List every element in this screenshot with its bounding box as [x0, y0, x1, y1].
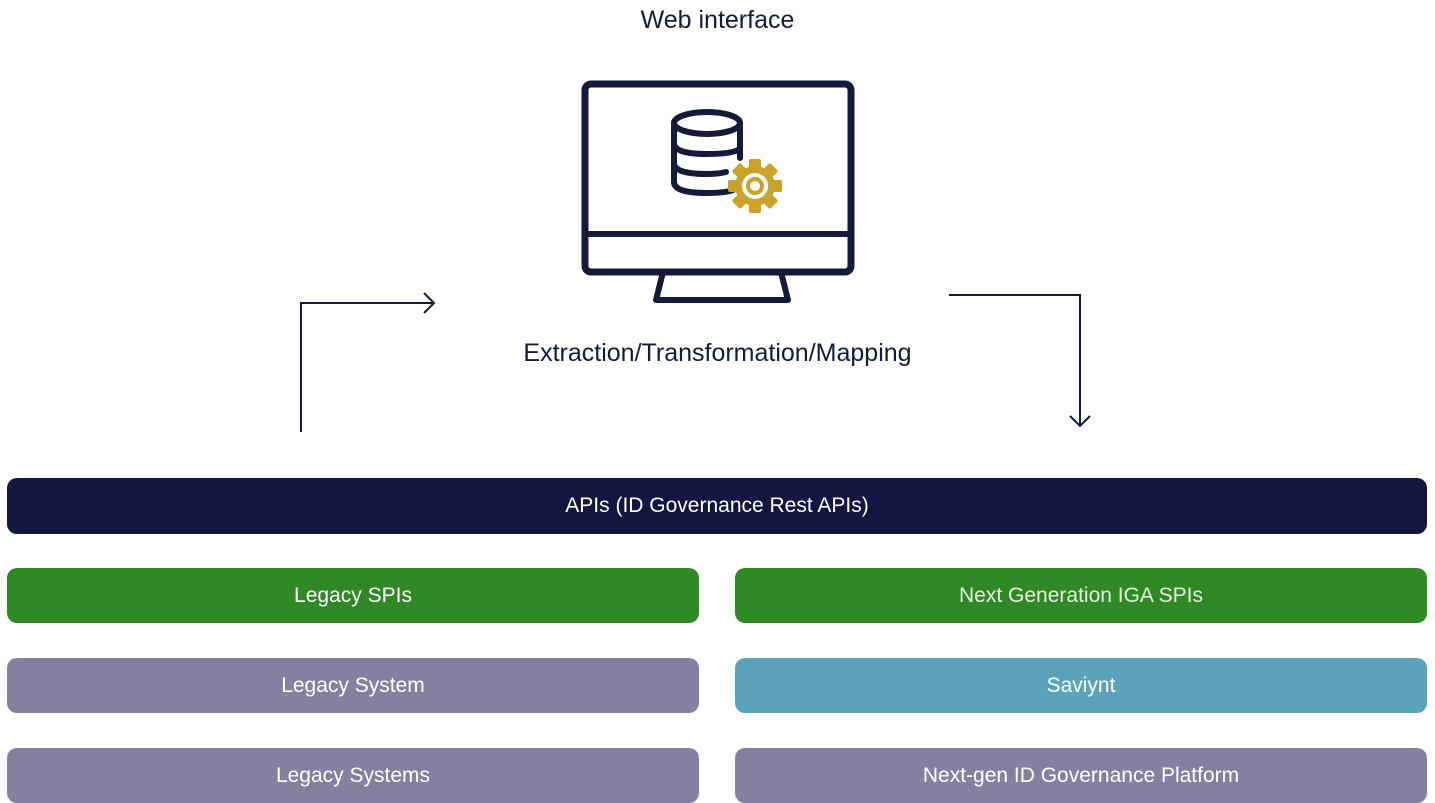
legacy-system-label: Legacy System — [281, 673, 425, 697]
legacy-systems-bar: Legacy Systems — [7, 748, 699, 803]
api-bar-label: APIs (ID Governance Rest APIs) — [565, 494, 869, 517]
legacy-systems-label: Legacy Systems — [275, 763, 431, 787]
web-interface-title: Web interface — [640, 6, 795, 34]
database-icon — [671, 109, 743, 197]
flow-arrow-left — [300, 292, 436, 432]
next-gen-platform-bar: Next-gen ID Governance Platform — [735, 748, 1427, 803]
legacy-spis-label: Legacy SPIs — [294, 583, 412, 607]
monitor-icon — [581, 80, 855, 303]
legacy-spis-bar: Legacy SPIs — [7, 568, 699, 623]
next-gen-platform-label: Next-gen ID Governance Platform — [922, 763, 1240, 787]
api-bar: APIs (ID Governance Rest APIs) — [7, 478, 1427, 534]
gear-icon — [728, 159, 782, 213]
flow-arrow-right — [949, 294, 1091, 428]
saviynt-label: Saviynt — [1046, 673, 1116, 697]
next-gen-iga-spis-label: Next Generation IGA SPIs — [959, 583, 1203, 607]
saviynt-bar: Saviynt — [735, 658, 1427, 713]
etl-caption: Extraction/Transformation/Mapping — [523, 339, 912, 367]
legacy-system-bar: Legacy System — [7, 658, 699, 713]
next-gen-iga-spis-bar: Next Generation IGA SPIs — [735, 568, 1427, 623]
